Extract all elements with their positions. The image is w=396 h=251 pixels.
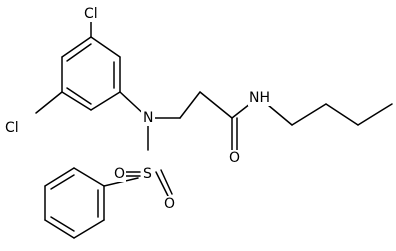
c-cl-bond [35,91,63,114]
phenyl-double-bond [50,216,75,232]
phenyl-double-bond [50,174,75,190]
phenyl-bond [73,219,105,239]
chlorine-atom-left: Cl [5,120,19,136]
atom-bg [112,166,126,182]
sulfur-atom: S [143,166,152,182]
atom-bg [4,120,26,136]
ring-bond [90,36,121,58]
ring-double-bond [66,43,92,62]
butyl-bond [325,103,359,126]
ring-bond [61,36,92,58]
s-o-bond [160,169,173,195]
oxygen-atom-sulfonyl-left: O [114,166,125,182]
oxygen-atom-sulfonyl-right: O [164,196,175,212]
atom-bg [141,110,155,126]
atom-bg [82,6,102,22]
nitrogen-atom-sulfonamide: N [143,110,153,126]
oxygen-atom-carbonyl: O [229,150,240,166]
butyl-bond [291,103,327,126]
ch2-c-bond [179,91,201,119]
atom-bg [248,90,272,106]
ring-double-bond [66,87,92,105]
ch2-c-bond [199,91,233,119]
ring-bond [61,91,92,111]
phenyl-bond [44,167,75,187]
atom-bg [162,196,176,212]
s-o-bond [155,171,169,197]
atom-label-layer: Cl Cl N NH S O O O [4,6,272,212]
atom-bg [228,150,242,166]
ring-bond [90,91,121,111]
phenyl-bond [73,167,105,187]
chlorine-atom-top: Cl [84,6,98,22]
atom-bg [141,166,155,182]
nitrogen-atom-amide: NH [249,90,270,106]
phenyl-bond [44,219,75,239]
butyl-bond [357,103,393,126]
bond-layer [35,21,393,239]
